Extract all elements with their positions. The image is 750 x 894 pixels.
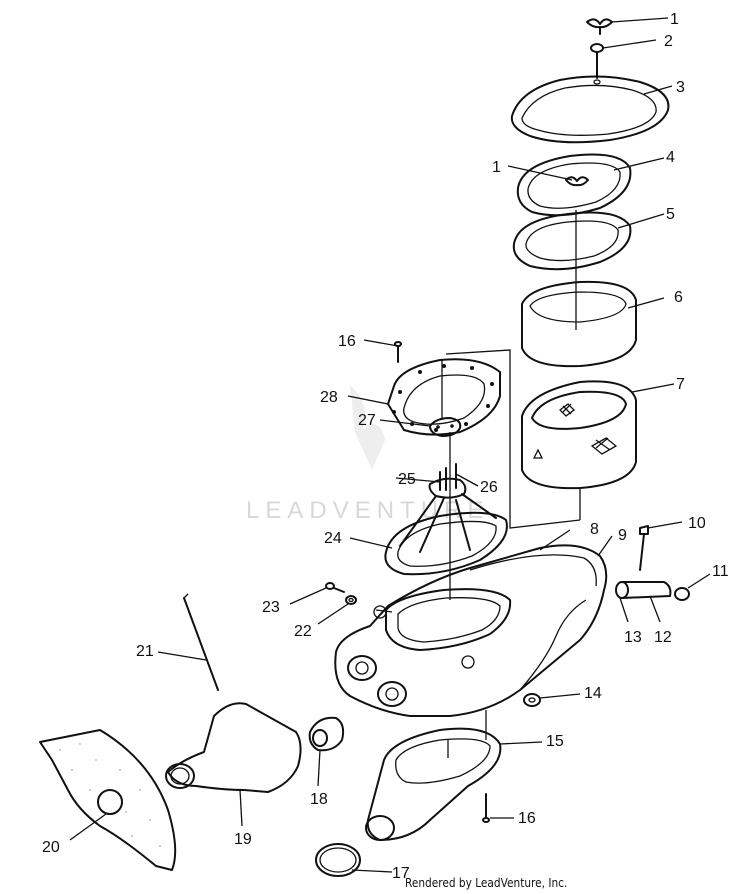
callout-16-lower: 16: [518, 810, 536, 827]
callout-20: 20: [42, 839, 60, 856]
part-17-clamp-ring[interactable]: [315, 843, 361, 877]
part-11-plug[interactable]: [674, 587, 690, 601]
part-24-adapter-frame[interactable]: [384, 477, 508, 576]
part-9-air-box[interactable]: [334, 544, 608, 717]
callout-25: 25: [398, 471, 416, 488]
callout-3: 3: [676, 79, 685, 96]
callout-9: 9: [618, 527, 627, 544]
callout-7: 7: [676, 376, 685, 393]
callout-1: 1: [670, 11, 679, 28]
callout-16-top: 16: [338, 333, 356, 350]
watermark-text: LEADVENTURE: [246, 497, 489, 524]
part-23-bolt[interactable]: [325, 582, 345, 593]
callout-10: 10: [688, 515, 706, 532]
part-7-filter-element[interactable]: [521, 380, 637, 490]
alignment-lines: [375, 210, 581, 758]
part-21-rod[interactable]: [183, 593, 219, 691]
callout-21: 21: [136, 643, 154, 660]
part-22-washer[interactable]: [345, 595, 357, 605]
part-5-filter-ring[interactable]: [512, 211, 632, 271]
part-28-gasket-plate[interactable]: [387, 358, 501, 436]
callout-24: 24: [324, 530, 342, 547]
part-15-lower-duct[interactable]: [365, 727, 502, 841]
callout-18: 18: [310, 791, 328, 808]
part-3-cover[interactable]: [510, 75, 670, 144]
callout-labels: 1 2 3 1 4 5 6 7 16 28 27 25 26 24 8 9 10…: [42, 11, 729, 882]
part-14-nut[interactable]: [523, 693, 541, 707]
callout-17: 17: [392, 865, 410, 882]
callout-5: 5: [666, 206, 675, 223]
part-18-grommet[interactable]: [308, 716, 345, 752]
callout-8: 8: [590, 521, 599, 538]
callout-12: 12: [654, 629, 672, 646]
callout-4: 4: [666, 149, 675, 166]
part-20-heat-shield[interactable]: [39, 729, 177, 871]
part-27-bracket[interactable]: [429, 417, 462, 437]
part-6-pre-filter[interactable]: [521, 280, 637, 368]
callout-15: 15: [546, 733, 564, 750]
part-25-26-studs[interactable]: [439, 463, 457, 491]
callout-1-lower: 1: [492, 159, 501, 176]
part-4-gasket[interactable]: [516, 153, 632, 217]
footer-credit: Rendered by LeadVenture, Inc.: [405, 876, 568, 890]
callout-27: 27: [358, 412, 376, 429]
callout-28: 28: [320, 389, 338, 406]
part-2-washer[interactable]: [590, 43, 604, 79]
callout-6: 6: [674, 289, 683, 306]
callout-2: 2: [664, 33, 673, 50]
part-19-intake-boot[interactable]: [165, 702, 302, 793]
part-10-screw[interactable]: [639, 525, 649, 571]
callout-22: 22: [294, 623, 312, 640]
watermark-logo: LEADVENTURE: [246, 385, 489, 524]
callout-19: 19: [234, 831, 252, 848]
part-16-screw-lower[interactable]: [482, 793, 490, 823]
part-13-clamp[interactable]: [615, 581, 629, 599]
callout-26: 26: [480, 479, 498, 496]
part-1-wing-nut-lower[interactable]: [565, 176, 589, 187]
callout-11: 11: [712, 563, 729, 580]
part-1-wing-nut-top[interactable]: [586, 18, 613, 35]
leader-lines: [69, 17, 711, 873]
callout-23: 23: [262, 599, 280, 616]
part-12-drain-tube[interactable]: [621, 581, 672, 599]
callout-14: 14: [584, 685, 602, 702]
callout-13: 13: [624, 629, 642, 646]
